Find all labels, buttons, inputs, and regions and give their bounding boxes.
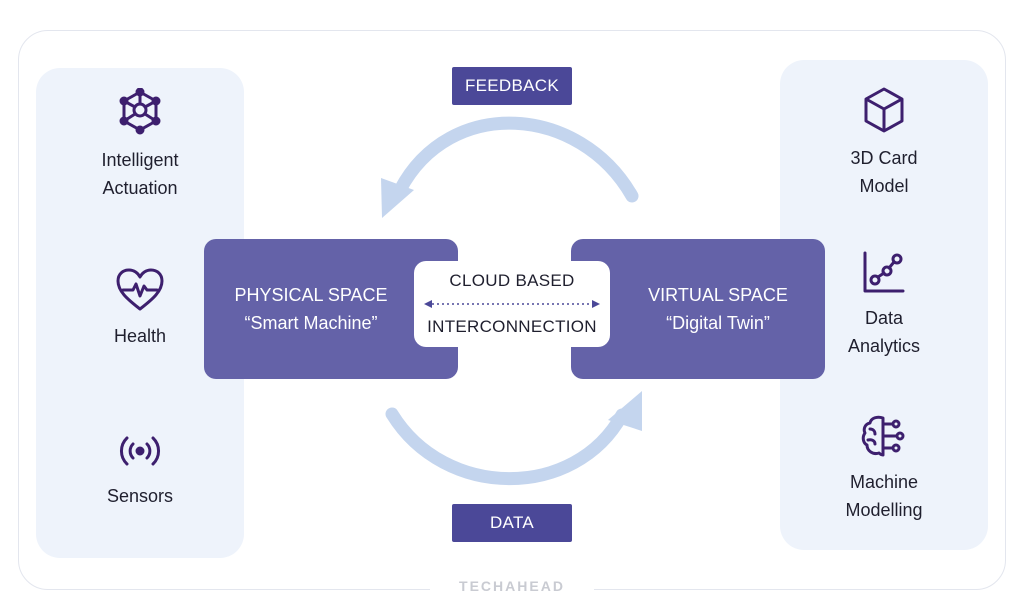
item-label: Model <box>859 176 909 196</box>
item-data-analytics: Data Analytics <box>780 250 988 360</box>
brain-circuit-icon <box>861 415 905 457</box>
network-icon <box>119 88 161 135</box>
cloud-label-line2: INTERCONNECTION <box>427 317 597 336</box>
brand-logo: TECHAHEAD <box>459 578 565 594</box>
item-label: 3D Card <box>850 148 918 168</box>
item-label: Actuation <box>102 178 178 198</box>
feedback-arrowhead <box>381 178 414 218</box>
item-3d-card-model: 3D Card Model <box>780 86 988 200</box>
item-label: Sensors <box>106 486 174 506</box>
bidirectional-arrow-icon <box>424 300 600 308</box>
brand-background <box>430 578 594 600</box>
data-arrowhead <box>608 391 642 431</box>
item-label: Modelling <box>845 500 923 520</box>
heart-pulse-icon <box>116 268 164 311</box>
item-label: Analytics <box>847 336 921 356</box>
item-label: Health <box>113 326 167 346</box>
virtual-space-box: VIRTUAL SPACE “Digital Twin” <box>571 239 825 379</box>
item-health: Health <box>36 268 244 350</box>
item-label: Intelligent <box>101 150 179 170</box>
item-label: Machine <box>849 472 919 492</box>
cloud-label-line1: CLOUD BASED <box>449 271 575 290</box>
physical-space-box: PHYSICAL SPACE “Smart Machine” <box>204 239 458 379</box>
item-intelligent-actuation: Intelligent Actuation <box>36 88 244 202</box>
item-label: Data <box>864 308 904 328</box>
item-sensors: Sensors <box>36 434 244 510</box>
cube-icon <box>864 87 904 133</box>
analytics-icon <box>863 251 905 293</box>
data-tag: DATA <box>452 504 572 542</box>
physical-space-title: PHYSICAL SPACE <box>234 285 388 305</box>
cloud-interconnection-box: CLOUD BASED INTERCONNECTION <box>414 261 610 347</box>
feedback-tag: FEEDBACK <box>452 67 572 105</box>
virtual-space-title: VIRTUAL SPACE <box>648 285 788 305</box>
signal-icon <box>120 436 160 466</box>
physical-space-subtitle: “Smart Machine” <box>244 313 378 333</box>
feedback-arc <box>393 116 639 203</box>
virtual-space-subtitle: “Digital Twin” <box>666 313 770 333</box>
data-arc <box>385 407 629 485</box>
item-machine-modelling: Machine Modelling <box>780 414 988 524</box>
